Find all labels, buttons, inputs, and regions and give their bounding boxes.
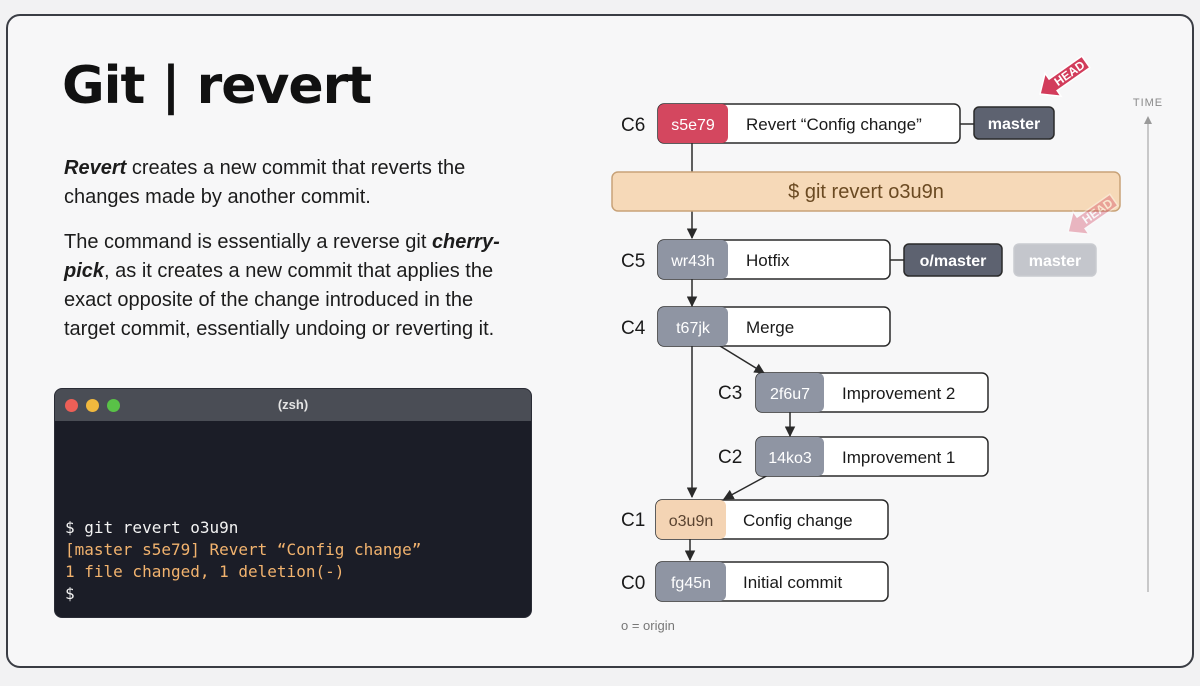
remote-branch-o-master[interactable]	[903, 243, 1003, 277]
commit-hash: 14ko3	[768, 450, 812, 467]
commit-message: Config change	[743, 511, 853, 530]
commit-hash: fg45n	[671, 575, 711, 592]
commit-message: Initial commit	[743, 573, 842, 592]
commit-message: Improvement 2	[842, 384, 955, 403]
edge-c2-c1	[723, 473, 771, 500]
terminal-line: 1 file changed, 1 deletion(-)	[65, 562, 345, 581]
edge-c4-c3	[719, 345, 765, 374]
old-branch-master	[1013, 243, 1097, 277]
commit-label: C2	[718, 447, 742, 468]
time-axis-arrow-icon	[1144, 116, 1152, 124]
branch-master[interactable]	[973, 106, 1055, 140]
graph-legend: o = origin	[621, 618, 675, 633]
commit-hash-badge	[756, 437, 824, 476]
terminal-line: $ git revert o3u9n	[65, 518, 239, 537]
commit-hash-badge	[658, 307, 728, 346]
time-axis-label: TIME	[1133, 97, 1163, 109]
commit-hash: t67jk	[676, 320, 711, 337]
commit-hash-badge	[756, 373, 824, 412]
p2-text-start: The command is essentially a reverse git	[64, 231, 432, 253]
close-window-icon[interactable]	[65, 399, 78, 412]
minimize-window-icon[interactable]	[86, 399, 99, 412]
commit-label: C4	[621, 318, 646, 339]
commit-hash: 2f6u7	[770, 386, 810, 403]
commit-label: C5	[621, 251, 645, 272]
term-revert: Revert	[64, 157, 127, 179]
commit-hash: o3u9n	[669, 513, 714, 530]
commit-message: Improvement 1	[842, 448, 955, 467]
commit-hash-badge	[658, 104, 728, 143]
p1-text: creates a new commit that reverts the ch…	[64, 157, 466, 208]
old-head-arrow-icon	[1067, 193, 1119, 236]
description-paragraph-1: Revert creates a new commit that reverts…	[64, 154, 524, 212]
commit-hash-badge	[656, 562, 726, 601]
maximize-window-icon[interactable]	[107, 399, 120, 412]
terminal-line: [master s5e79] Revert “Config change”	[65, 540, 422, 559]
page-title: Git | revert	[62, 56, 372, 116]
terminal-titlebar: (zsh)	[55, 389, 531, 421]
terminal-title: (zsh)	[277, 397, 309, 412]
commit-hash: s5e79	[671, 117, 715, 134]
p2-text-rest: , as it creates a new commit that applie…	[64, 260, 495, 340]
terminal-window: (zsh) $ git revert o3u9n [master s5e79] …	[54, 388, 532, 618]
git-command-bar	[611, 171, 1121, 212]
terminal-line: $	[65, 584, 75, 603]
description-paragraph-2: The command is essentially a reverse git…	[64, 228, 524, 344]
commit-message: Merge	[746, 318, 794, 337]
commit-message: Revert “Config change”	[746, 115, 922, 134]
terminal-output[interactable]: $ git revert o3u9n [master s5e79] Revert…	[65, 517, 421, 605]
old-branch-label: master	[1029, 253, 1081, 270]
commit-message: Hotfix	[746, 251, 790, 270]
commit-label: C1	[621, 510, 645, 531]
head-pointer: HEAD	[1039, 55, 1091, 98]
commit-label: C0	[621, 573, 645, 594]
remote-branch-label: o/master	[920, 253, 987, 270]
commit-hash: wr43h	[670, 253, 715, 270]
commit-hash-badge	[656, 500, 726, 539]
commit-hash-badge	[658, 240, 728, 279]
commit-label: C6	[621, 115, 645, 136]
head-arrow-icon	[1039, 55, 1091, 98]
term-cherry-pick: cherry-pick	[64, 231, 500, 282]
commit-label: C3	[718, 383, 742, 404]
branch-label: master	[988, 116, 1040, 133]
git-command-text: $ git revert o3u9n	[788, 181, 944, 203]
